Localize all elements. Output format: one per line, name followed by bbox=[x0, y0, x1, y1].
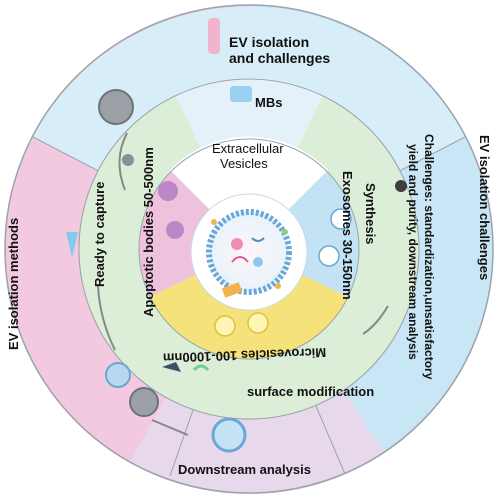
ready-to-capture-label: Ready to capture bbox=[92, 182, 107, 287]
synthesis-label: Synthesis bbox=[363, 183, 378, 244]
labels: EV isolation and challenges MBs EV isola… bbox=[6, 34, 492, 477]
outer-right-label: EV isolation challenges bbox=[477, 135, 492, 280]
center-vesicle bbox=[190, 193, 308, 311]
challenges-line2: yield and purity, downstream analysis bbox=[406, 144, 420, 360]
microvesicles-label: Microvesicles 100-1000nm bbox=[163, 345, 327, 366]
challenges-line1: Challenges: standardization,unsatisfacto… bbox=[422, 134, 436, 380]
inner-sector-center-top bbox=[170, 136, 328, 249]
surface-modification-label: surface modification bbox=[247, 384, 374, 399]
decorations bbox=[66, 18, 407, 453]
center-title-line2: Vesicles bbox=[220, 156, 268, 171]
vesicle-membrane bbox=[206, 209, 292, 295]
outer-title-line1: EV isolation bbox=[229, 34, 309, 50]
center-title-line1: Extracellular bbox=[212, 141, 284, 156]
outer-title-line2: and challenges bbox=[229, 50, 330, 66]
downstream-analysis-label: Downstream analysis bbox=[178, 462, 311, 477]
outer-left-label: EV isolation methods bbox=[6, 218, 21, 350]
mbs-label: MBs bbox=[255, 95, 282, 110]
exosomes-label: Exosomes 30-150nm bbox=[340, 171, 355, 300]
apoptotic-label: Apoptotic bodies 50-500nm bbox=[141, 147, 156, 317]
